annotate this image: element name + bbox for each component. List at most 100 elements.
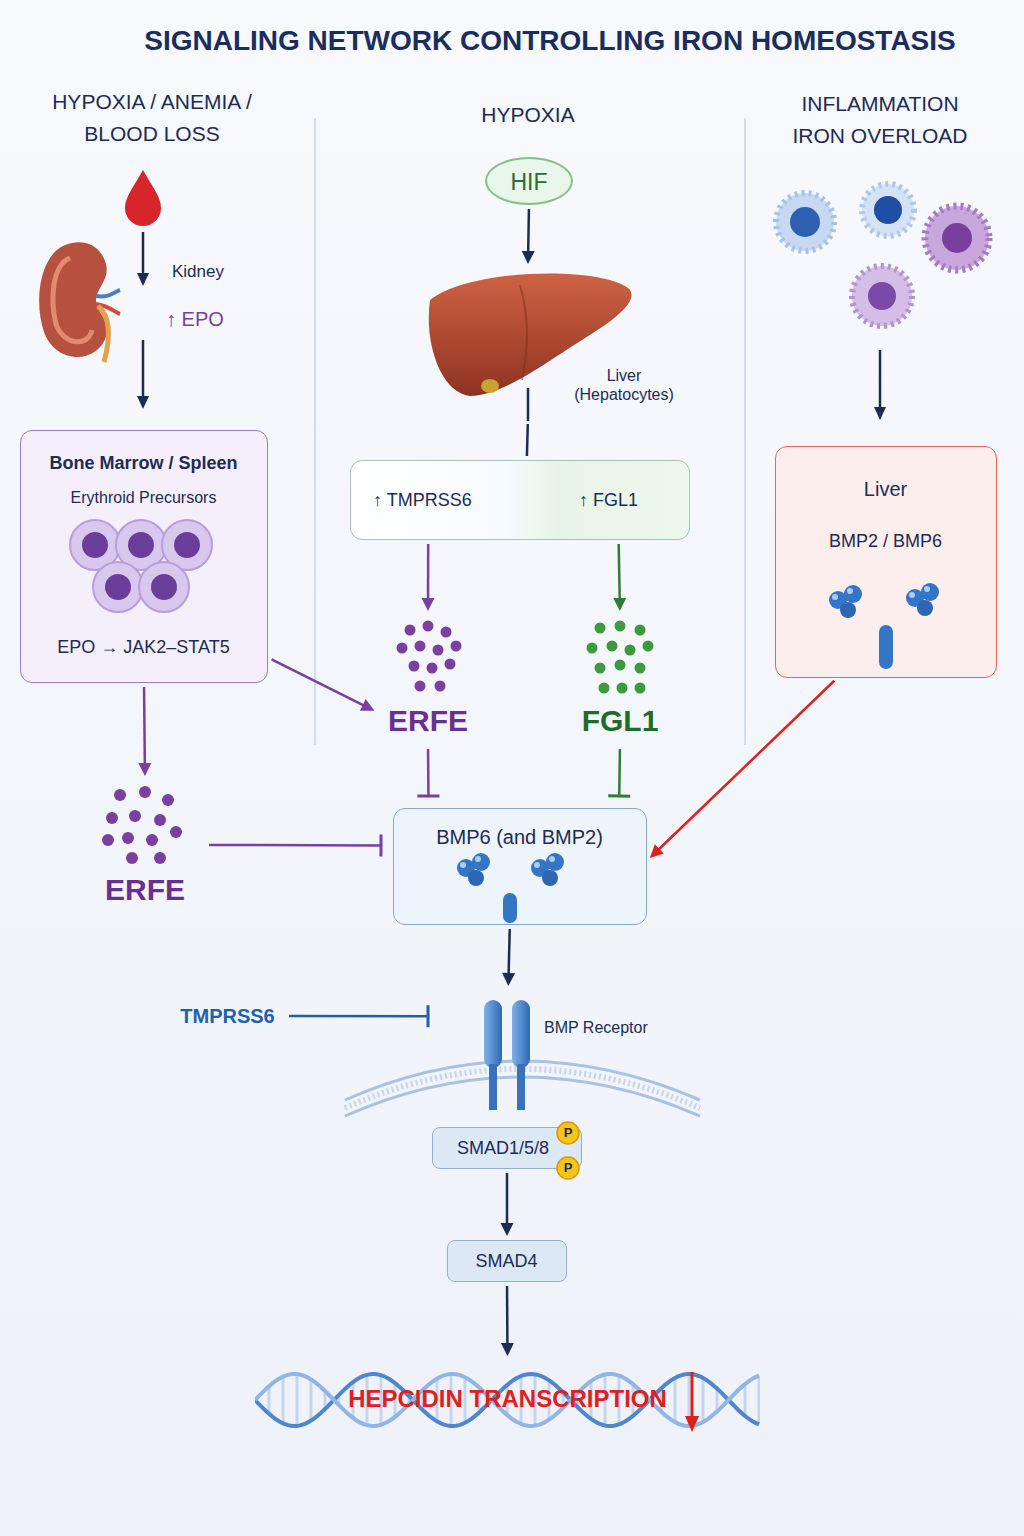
erfe-dots <box>102 834 114 846</box>
liver-illustration <box>481 379 499 393</box>
connector-line <box>427 544 430 600</box>
kidney-illustration <box>98 306 109 362</box>
liver-illustration <box>520 285 527 380</box>
fgl1-dots <box>595 663 606 674</box>
node-text: BMP Receptor <box>544 1018 662 1037</box>
erfe-cluster: ERFE <box>378 615 478 745</box>
flow-arrow <box>874 350 886 420</box>
erythroid-cells <box>116 520 166 570</box>
arrow-connector <box>501 1286 514 1356</box>
decrease-arrow <box>685 1372 699 1432</box>
fgl1-dots <box>615 660 626 671</box>
connector-line <box>209 844 381 847</box>
node-text: BMP2 / BMP6 <box>776 531 995 553</box>
induced-genes-box: ↑ TMPRSS6 ↑ FGL1 <box>350 460 690 540</box>
flow-arrow <box>137 232 149 409</box>
node-text: ↑ FGL1 <box>579 490 684 512</box>
fgl1-cluster: FGL1 <box>570 615 670 745</box>
immune-cells <box>874 196 902 224</box>
node-text: Erythroid Precursors <box>21 488 266 507</box>
immune-cells <box>868 282 896 310</box>
erythroid-cells <box>151 574 177 600</box>
annotation-label: HYPOXIA <box>428 102 628 127</box>
arrow-connector <box>138 687 151 776</box>
erfe-dots <box>441 627 452 638</box>
node-text: HEPCIDIN TRANSCRIPTION <box>255 1385 760 1414</box>
erfe-dots <box>162 794 174 806</box>
node-text: Liver (Hepatocytes) <box>563 366 685 404</box>
dna-rung <box>702 1378 705 1422</box>
smad-box: SMAD4 <box>447 1240 567 1282</box>
arrow-head <box>501 1343 514 1356</box>
fgl1-dots <box>635 663 646 674</box>
annotation-label: Kidney <box>172 262 262 282</box>
node-text: ↑ TMPRSS6 <box>373 490 543 512</box>
erythroid-cells <box>105 574 131 600</box>
connector-line <box>619 544 620 600</box>
fgl1-dots <box>635 683 646 694</box>
phosphate-circle <box>557 1157 579 1179</box>
fgl1-dots <box>617 683 628 694</box>
arrow-head <box>422 598 435 611</box>
inhibition-connector <box>209 834 381 856</box>
receptor-illustration <box>512 1000 530 1068</box>
node-text: TMPRSS6 <box>158 1004 297 1028</box>
erfe-dots <box>129 810 141 822</box>
cell-membrane <box>345 1061 700 1116</box>
arrow-connector <box>422 544 435 611</box>
kidney-illustration <box>53 258 92 342</box>
connector-line <box>618 749 621 796</box>
inhibition-bar <box>379 834 382 856</box>
liver-illustration <box>429 273 632 396</box>
node-text: SMAD1/5/8 <box>433 1138 573 1160</box>
inhibition-connector <box>417 749 439 796</box>
diagram-title: SIGNALING NETWORK CONTROLLING IRON HOMEO… <box>60 24 1024 58</box>
arrow-head <box>613 598 626 611</box>
fgl1-dots <box>599 683 610 694</box>
column-divider <box>314 118 316 745</box>
fgl1-dots <box>643 641 654 652</box>
fgl1-dots <box>625 645 636 656</box>
dna-rung <box>296 1374 299 1426</box>
immune-cells <box>942 223 972 253</box>
receptor-illustration <box>517 1064 525 1110</box>
arrow-head <box>501 1223 514 1236</box>
erfe-dots <box>451 641 462 652</box>
arrow-head <box>522 251 535 264</box>
arrow-head <box>502 973 515 986</box>
node-text: BMP6 (and BMP2) <box>394 825 645 849</box>
kidney-illustration <box>96 290 120 296</box>
decrease-arrow <box>691 1372 694 1418</box>
connector-line <box>506 1286 509 1345</box>
immune-cells <box>790 207 820 237</box>
arrow-connector <box>613 544 626 611</box>
phosphate-circle <box>557 1122 579 1144</box>
tmprss6-inhibitor: TMPRSS6 <box>170 1000 285 1032</box>
erfe-dots <box>409 661 420 672</box>
bmp-molecules <box>457 583 939 923</box>
fgl1-dots <box>587 621 654 694</box>
erythroid-cells <box>93 562 143 612</box>
erfe-dots <box>397 621 462 692</box>
erfe-dots <box>154 814 166 826</box>
node-text: ERFE <box>80 872 210 908</box>
smad-box: SMAD1/5/8 <box>432 1127 582 1169</box>
dna-rung <box>282 1377 285 1424</box>
fgl1-dots <box>635 625 646 636</box>
erfe-dots <box>102 786 182 864</box>
blood-drop <box>125 170 161 226</box>
flow-arrow <box>142 340 145 397</box>
decrease-arrow <box>685 1416 699 1432</box>
bmp-molecules <box>503 893 517 923</box>
flow-arrow <box>137 273 149 286</box>
dna-rung <box>674 1378 677 1422</box>
erythroid-cells <box>82 532 108 558</box>
erythroid-cells <box>128 532 154 558</box>
erythroid-cells <box>70 520 120 570</box>
erfe-dots <box>445 659 456 670</box>
erfe-dots <box>122 832 134 844</box>
arrow-connector <box>526 424 528 456</box>
